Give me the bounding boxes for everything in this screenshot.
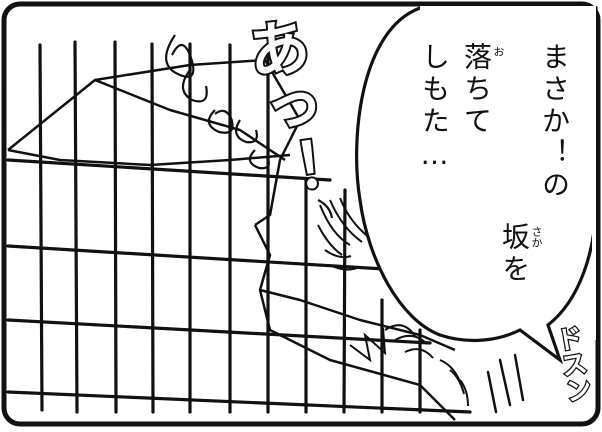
cage-vertical-bars — [38, 40, 422, 414]
speech-line-2-rest: を — [498, 254, 531, 286]
speech-line-2-kanji: 坂 — [498, 222, 531, 254]
cage-horizontal-bars — [6, 158, 472, 414]
speech-line-2-furigana: さか — [530, 226, 543, 248]
speech-line-2: 坂を — [498, 222, 531, 286]
speech-line-4: しもた… — [418, 42, 451, 175]
speech-line-1: まさか！の — [538, 42, 571, 202]
motion-swirls — [165, 34, 334, 219]
speech-line-3-rest: ちて — [460, 74, 493, 138]
speech-line-3-kanji: 落 — [460, 42, 493, 74]
speech-line-3-furigana: お — [492, 46, 505, 57]
speech-line-3: 落ちて — [460, 42, 493, 138]
roof-structure — [7, 58, 456, 421]
sfx-speed-lines — [486, 353, 525, 414]
speech-bubble — [355, 6, 598, 365]
